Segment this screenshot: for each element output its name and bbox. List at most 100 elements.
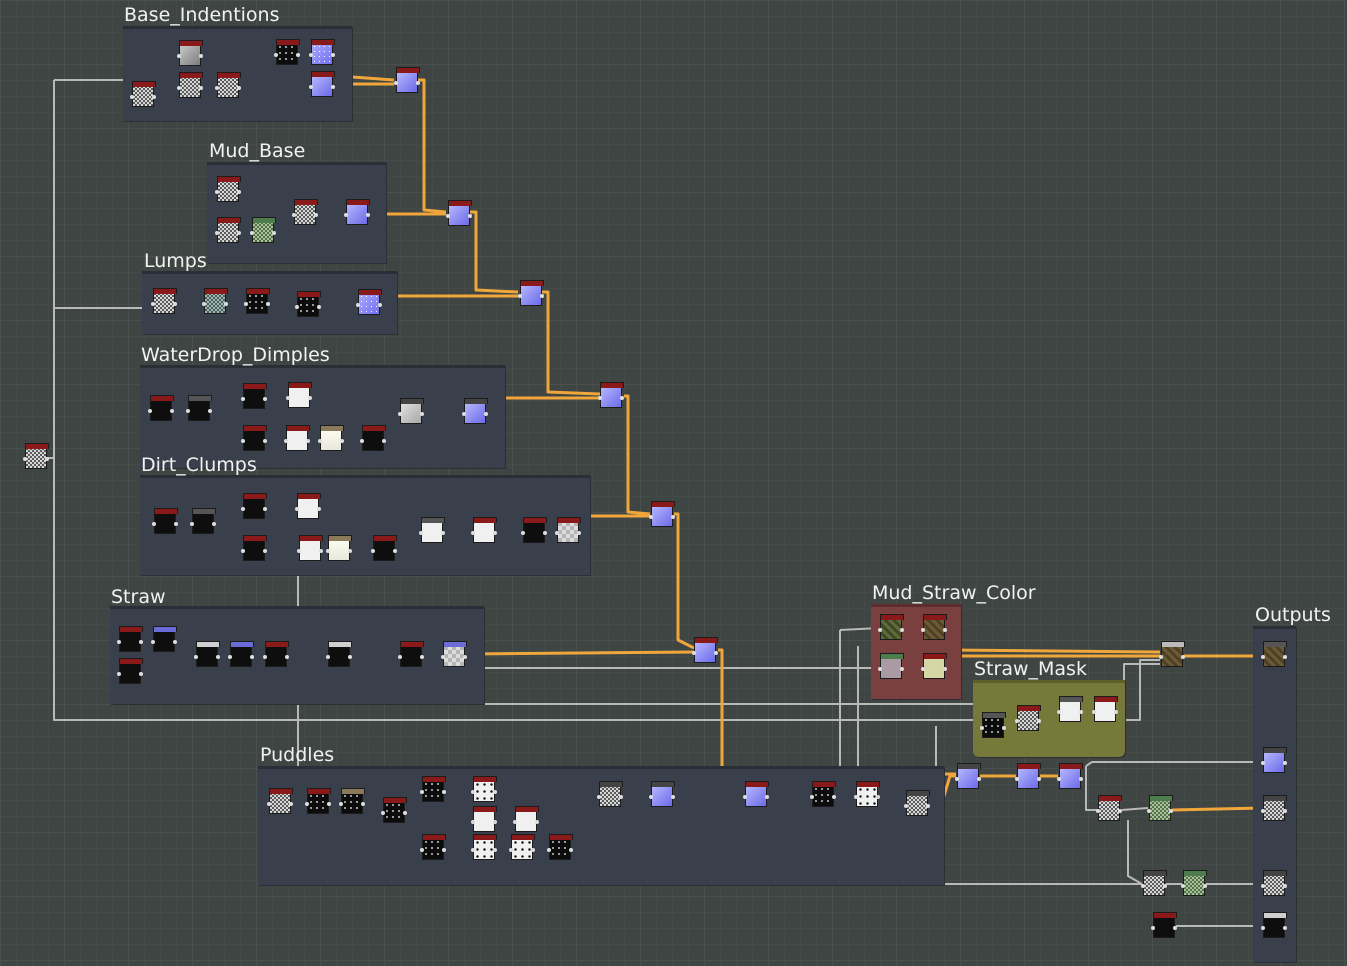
port-dot-icon[interactable] [309,53,313,57]
graph-node[interactable] [555,517,581,543]
port-dot-icon[interactable] [509,848,513,852]
port-dot-icon[interactable] [139,672,143,676]
port-dot-icon[interactable] [1169,809,1173,813]
port-dot-icon[interactable] [649,515,653,519]
frame-title[interactable]: WaterDrop_Dimples [141,344,330,366]
port-dot-icon[interactable] [493,820,497,824]
graph-node[interactable] [309,39,335,65]
port-dot-icon[interactable] [263,439,267,443]
port-dot-icon[interactable] [597,795,601,799]
port-dot-icon[interactable] [340,439,344,443]
port-dot-icon[interactable] [555,531,559,535]
port-dot-icon[interactable] [1283,809,1287,813]
port-dot-icon[interactable] [692,651,696,655]
graph-node[interactable] [228,641,254,667]
port-dot-icon[interactable] [577,531,581,535]
graph-node[interactable] [241,493,267,519]
port-dot-icon[interactable] [619,795,623,799]
graph-node[interactable] [1159,641,1185,667]
port-dot-icon[interactable] [1002,726,1006,730]
frame-title[interactable]: Dirt_Clumps [141,454,257,476]
port-dot-icon[interactable] [904,804,908,808]
port-dot-icon[interactable] [420,848,424,852]
graph-node[interactable] [598,382,624,408]
graph-node[interactable] [151,626,177,652]
port-dot-icon[interactable] [471,820,475,824]
port-dot-icon[interactable] [241,439,245,443]
graph-node[interactable] [1261,641,1287,667]
port-dot-icon[interactable] [1151,926,1155,930]
port-dot-icon[interactable] [241,507,245,511]
graph-node[interactable] [1057,696,1083,722]
port-dot-icon[interactable] [419,531,423,535]
port-dot-icon[interactable] [190,522,194,526]
port-dot-icon[interactable] [237,86,241,90]
graph-node[interactable] [1015,763,1041,789]
port-dot-icon[interactable] [441,531,445,535]
port-dot-icon[interactable] [241,549,245,553]
frame-title[interactable]: Outputs [1255,604,1331,626]
port-dot-icon[interactable] [286,396,290,400]
port-dot-icon[interactable] [285,655,289,659]
port-dot-icon[interactable] [173,640,177,644]
port-dot-icon[interactable] [1057,710,1061,714]
port-dot-icon[interactable] [540,294,544,298]
graph-node[interactable] [419,517,445,543]
port-dot-icon[interactable] [263,507,267,511]
graph-node[interactable] [921,614,947,640]
port-dot-icon[interactable] [308,396,312,400]
port-dot-icon[interactable] [393,549,397,553]
graph-node[interactable] [921,653,947,679]
graph-node[interactable] [649,781,675,807]
port-dot-icon[interactable] [331,53,335,57]
port-dot-icon[interactable] [900,667,904,671]
graph-node[interactable] [1057,763,1083,789]
port-dot-icon[interactable] [1203,884,1207,888]
graph-node[interactable] [23,443,49,469]
port-dot-icon[interactable] [420,655,424,659]
graph-node[interactable] [1096,795,1122,821]
port-dot-icon[interactable] [1283,761,1287,765]
port-dot-icon[interactable] [398,412,402,416]
port-dot-icon[interactable] [339,802,343,806]
port-dot-icon[interactable] [267,802,271,806]
port-dot-icon[interactable] [117,672,121,676]
port-dot-icon[interactable] [1261,884,1265,888]
port-dot-icon[interactable] [1015,719,1019,723]
port-dot-icon[interactable] [117,640,121,644]
port-dot-icon[interactable] [292,213,296,217]
port-dot-icon[interactable] [23,457,27,461]
port-dot-icon[interactable] [272,231,276,235]
port-dot-icon[interactable] [463,655,467,659]
port-dot-icon[interactable] [854,795,858,799]
graph-node[interactable] [1151,912,1177,938]
port-dot-icon[interactable] [284,439,288,443]
port-dot-icon[interactable] [263,549,267,553]
port-dot-icon[interactable] [208,409,212,413]
graph-node[interactable] [360,425,386,451]
graph-node[interactable] [398,398,424,424]
port-dot-icon[interactable] [493,790,497,794]
port-dot-icon[interactable] [471,790,475,794]
port-dot-icon[interactable] [1159,655,1163,659]
frame-title[interactable]: Mud_Base [209,140,306,162]
port-dot-icon[interactable] [832,795,836,799]
port-dot-icon[interactable] [151,302,155,306]
graph-node[interactable] [1261,795,1287,821]
port-dot-icon[interactable] [378,303,382,307]
port-dot-icon[interactable] [1283,655,1287,659]
graph-node[interactable] [1261,747,1287,773]
port-dot-icon[interactable] [977,777,981,781]
frame-title[interactable]: Base_Indentions [124,4,280,26]
port-dot-icon[interactable] [543,531,547,535]
port-dot-icon[interactable] [202,302,206,306]
port-dot-icon[interactable] [250,655,254,659]
graph-node[interactable] [471,806,497,832]
frame-straw[interactable] [110,606,484,704]
graph-node[interactable] [1261,912,1287,938]
port-dot-icon[interactable] [327,802,331,806]
port-dot-icon[interactable] [394,81,398,85]
graph-node[interactable] [1261,870,1287,896]
port-dot-icon[interactable] [535,820,539,824]
port-dot-icon[interactable] [446,214,450,218]
